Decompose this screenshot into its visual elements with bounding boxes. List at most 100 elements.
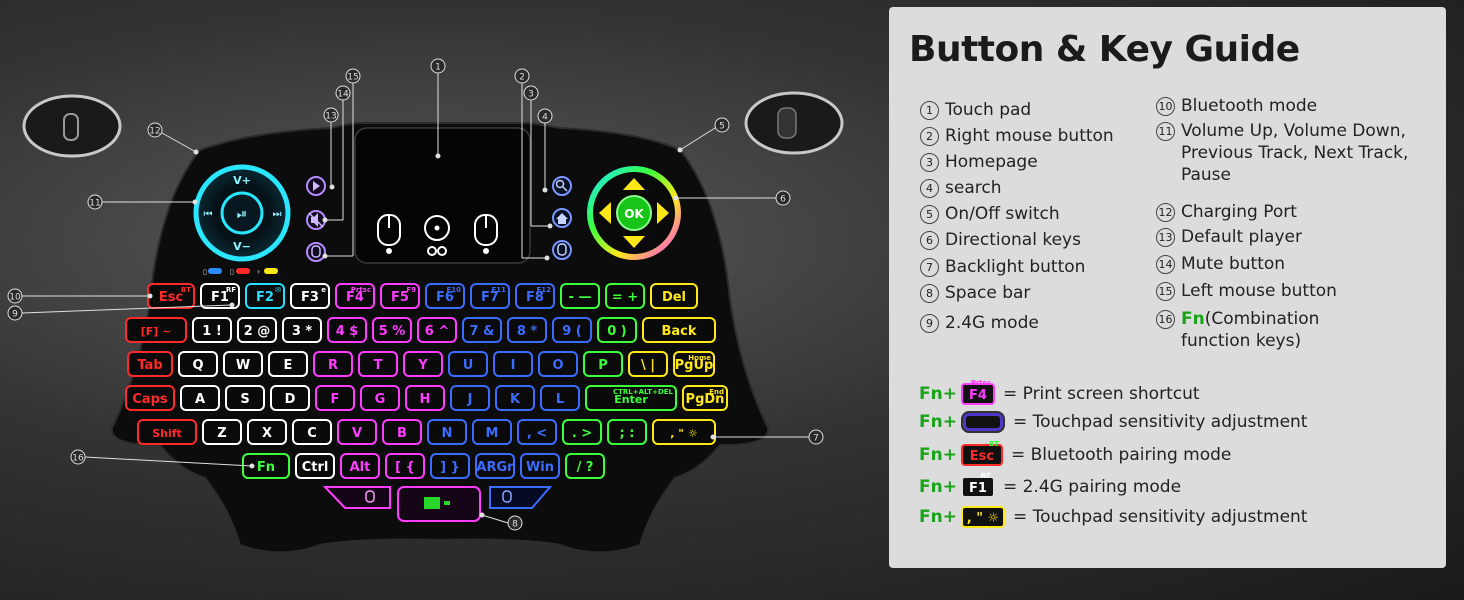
guide-item-number: 15 [1156,282,1175,301]
key-2-6[interactable]: Y [403,351,443,377]
key-2-1[interactable]: Q [178,351,218,377]
key-3-1[interactable]: A [180,385,220,411]
key-2-0[interactable]: Tab [127,351,173,377]
key-1-3[interactable]: 3 * [282,317,322,343]
key-3-9[interactable]: L [540,385,580,411]
right-mouse-button[interactable] [552,240,572,260]
key-4-2[interactable]: X [247,419,287,445]
key-4-5[interactable]: B [382,419,422,445]
key-4-8[interactable]: , < [517,419,557,445]
callout-7: 7 [710,429,824,445]
key-4-0[interactable]: Shift [137,419,197,445]
key-3-4[interactable]: F [315,385,355,411]
key-2-3[interactable]: E [268,351,308,377]
key-3-7[interactable]: J [450,385,490,411]
key-1-1[interactable]: 1 ! [192,317,232,343]
key-2-10[interactable]: P [583,351,623,377]
key-1-5[interactable]: 5 % [372,317,412,343]
key-1-10[interactable]: 0 ) [597,317,637,343]
key-4-11[interactable]: , " ☼ [652,419,716,445]
key-3-3[interactable]: D [270,385,310,411]
space-bar[interactable] [397,486,481,522]
key-label: U [463,358,474,373]
guide-item-text: On/Off switch [945,204,1060,224]
key-1-6[interactable]: 6 ^ [417,317,457,343]
key-2-7[interactable]: U [448,351,488,377]
key-3-2[interactable]: S [225,385,265,411]
guide-item-number: 9 [920,314,939,333]
combo-text: = Touchpad sensitivity adjustment [1012,412,1308,432]
combo-row-2: Fn+= Touchpad sensitivity adjustment [919,411,1307,433]
key-3-8[interactable]: K [495,385,535,411]
key-2-9[interactable]: O [538,351,578,377]
touch-pad[interactable] [354,127,531,264]
key-2-2[interactable]: W [223,351,263,377]
key-1-9[interactable]: 9 ( [552,317,592,343]
key-label: , " ☼ [670,427,697,440]
key-5-5[interactable]: ARGr [475,453,515,479]
left-mouse-button[interactable] [306,242,326,262]
callout-number: 11 [89,199,100,209]
key-5-0[interactable]: Fn [242,453,290,479]
key-4-3[interactable]: C [292,419,332,445]
key-3-0[interactable]: Caps [125,385,175,411]
key-4-9[interactable]: . > [562,419,602,445]
key-1-8[interactable]: 8 * [507,317,547,343]
key-1-2[interactable]: 2 @ [237,317,277,343]
key-2-5[interactable]: T [358,351,398,377]
key-5-4[interactable]: ] } [430,453,470,479]
directional-pad[interactable] [587,166,681,260]
volume-wheel[interactable] [193,164,291,262]
key-5-7[interactable]: / ? [565,453,605,479]
default-player-button[interactable] [306,176,326,196]
key-3-5[interactable]: G [360,385,400,411]
key-5-6[interactable]: Win [520,453,560,479]
key-5-2[interactable]: Alt [340,453,380,479]
key-2-8[interactable]: I [493,351,533,377]
callout-1: 1 [430,58,446,159]
key-0-9[interactable]: - — [560,283,600,309]
mute-button[interactable] [306,210,326,230]
key-2-4[interactable]: R [313,351,353,377]
key-0-2[interactable]: F2✉ [245,283,285,309]
key-label: 2 @ [244,324,271,339]
search-button[interactable] [552,176,572,196]
combo-key-label: Esc [969,449,995,464]
key-1-7[interactable]: 7 & [462,317,502,343]
key-sublabel: e [321,286,326,294]
key-0-10[interactable]: = + [605,283,645,309]
key-4-1[interactable]: Z [202,419,242,445]
bottom-left-mouse-button[interactable] [322,486,391,509]
key-4-7[interactable]: M [472,419,512,445]
key-0-11[interactable]: Del [650,283,698,309]
key-5-3[interactable]: [ { [385,453,425,479]
key-4-10[interactable]: ; : [607,419,647,445]
combo-key [960,411,1005,433]
key-1-0[interactable]: [F] ~ [125,317,187,343]
key-1-11[interactable]: Back [642,317,716,343]
key-2-11[interactable]: \ | [628,351,668,377]
key-4-6[interactable]: N [427,419,467,445]
key-3-6[interactable]: H [405,385,445,411]
key-5-1[interactable]: Ctrl [295,453,335,479]
key-4-4[interactable]: V [337,419,377,445]
key-1-4[interactable]: 4 $ [327,317,367,343]
homepage-button[interactable] [552,208,572,228]
bottom-right-mouse-button[interactable] [489,486,553,509]
